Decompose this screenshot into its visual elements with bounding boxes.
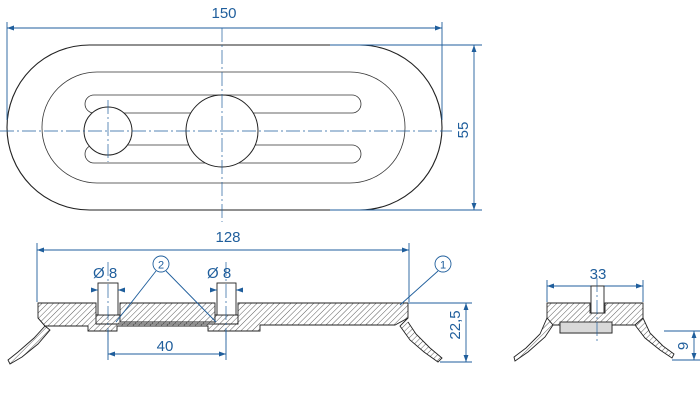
lower-slot (84, 144, 362, 164)
dim-side-width: 33 (590, 266, 607, 283)
inner-outline (41, 71, 406, 184)
dim-bore-spacing: 40 (157, 338, 174, 355)
dim-height: 22,5 (447, 310, 464, 339)
side-left-lip (513, 317, 554, 362)
right-bore (216, 282, 237, 316)
callout-2-leader (165, 270, 217, 323)
side-right-lip (634, 317, 675, 359)
side-bore (590, 285, 605, 314)
dim-bore-left: Ø 8 (93, 265, 117, 282)
left-lip (7, 317, 51, 365)
callout-2-leader (115, 270, 157, 323)
dim-bore-right: Ø 8 (207, 265, 231, 282)
dim-side-lip-height: 9 (675, 342, 692, 350)
outer-outline (6, 44, 443, 211)
dim-overall-width: 55 (455, 122, 472, 139)
dim-flange-length: 128 (215, 229, 240, 246)
side-insert (559, 321, 613, 334)
callout-1-circle (434, 255, 452, 273)
dim-overall-length: 150 (211, 5, 236, 22)
callout-1-label: 1 (440, 260, 446, 272)
top-view: 150 55 (0, 5, 482, 222)
side-section-view: 33 9 (513, 266, 700, 362)
callout-2-label: 2 (158, 260, 164, 272)
front-section-view: 128 Ø 8 Ø 8 40 22,5 2 (7, 229, 472, 365)
callout-2-circle (152, 255, 170, 273)
upper-slot (84, 94, 362, 114)
right-lip (399, 317, 443, 363)
callout-1-leader (399, 270, 439, 306)
